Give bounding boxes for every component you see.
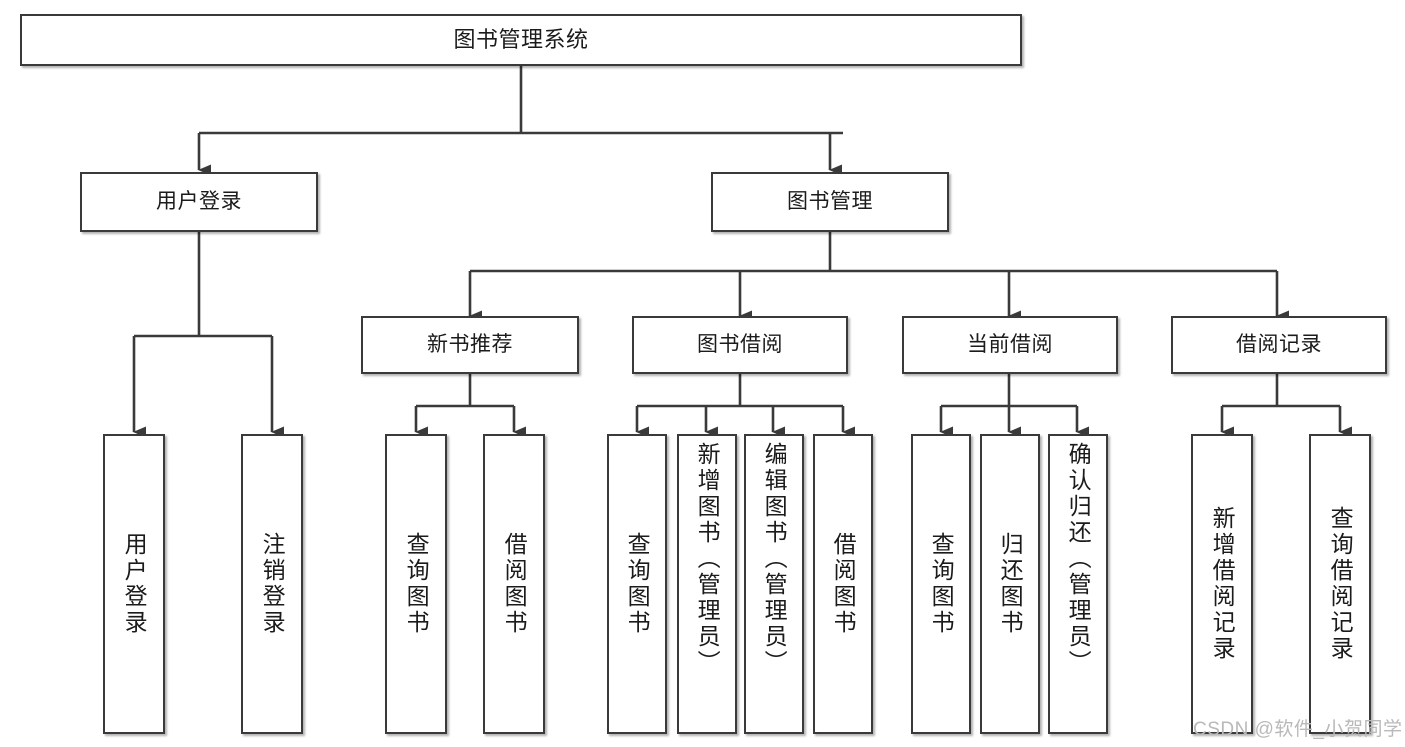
node-label: 新增图书（管理员） [694, 442, 721, 676]
node-borrow-record[interactable]: 借阅记录 [1171, 316, 1387, 374]
node-label: 归还图书 [997, 532, 1024, 636]
node-label: 查询借阅记录 [1327, 506, 1354, 662]
node-label: 查询图书 [624, 532, 651, 636]
node-label: 借阅图书 [830, 532, 857, 636]
node-leaf-borrow-book-2[interactable]: 借阅图书 [813, 434, 873, 734]
node-leaf-user-login[interactable]: 用户登录 [103, 434, 165, 734]
node-leaf-query-record[interactable]: 查询借阅记录 [1309, 434, 1371, 734]
node-label: 借阅图书 [501, 532, 528, 636]
node-user-login[interactable]: 用户登录 [80, 172, 318, 232]
node-leaf-add-book[interactable]: 新增图书（管理员） [677, 434, 737, 734]
node-label: 图书管理系统 [453, 26, 589, 52]
node-label: 确认归还（管理员） [1065, 442, 1092, 676]
node-book-management[interactable]: 图书管理 [711, 172, 949, 232]
node-leaf-query-book-1[interactable]: 查询图书 [385, 434, 447, 734]
node-label: 注销登录 [259, 532, 286, 636]
node-leaf-return-book[interactable]: 归还图书 [980, 434, 1040, 734]
node-leaf-query-book-2[interactable]: 查询图书 [607, 434, 667, 734]
node-label: 编辑图书（管理员） [761, 442, 788, 676]
csdn-watermark: CSDN @软件_小贺同学 [1193, 719, 1403, 740]
node-new-book-recommend[interactable]: 新书推荐 [361, 316, 579, 374]
node-label: 用户登录 [121, 532, 148, 636]
node-leaf-borrow-book-1[interactable]: 借阅图书 [483, 434, 545, 734]
node-leaf-confirm-return[interactable]: 确认归还（管理员） [1048, 434, 1108, 734]
node-leaf-add-record[interactable]: 新增借阅记录 [1191, 434, 1253, 734]
node-label: 图书管理 [787, 190, 873, 214]
node-label: 用户登录 [156, 190, 242, 214]
node-label: 图书借阅 [697, 333, 783, 357]
node-label: 查询图书 [928, 532, 955, 636]
node-label: 查询图书 [403, 532, 430, 636]
node-label: 新书推荐 [427, 333, 513, 357]
node-leaf-query-book-3[interactable]: 查询图书 [911, 434, 971, 734]
node-leaf-edit-book[interactable]: 编辑图书（管理员） [744, 434, 804, 734]
node-leaf-logout[interactable]: 注销登录 [241, 434, 303, 734]
node-label: 借阅记录 [1236, 333, 1322, 357]
node-label: 新增借阅记录 [1209, 506, 1236, 662]
node-label: 当前借阅 [967, 333, 1053, 357]
node-book-borrow[interactable]: 图书借阅 [632, 316, 848, 374]
node-current-borrow[interactable]: 当前借阅 [902, 316, 1118, 374]
node-root-book-management-system[interactable]: 图书管理系统 [20, 14, 1022, 66]
